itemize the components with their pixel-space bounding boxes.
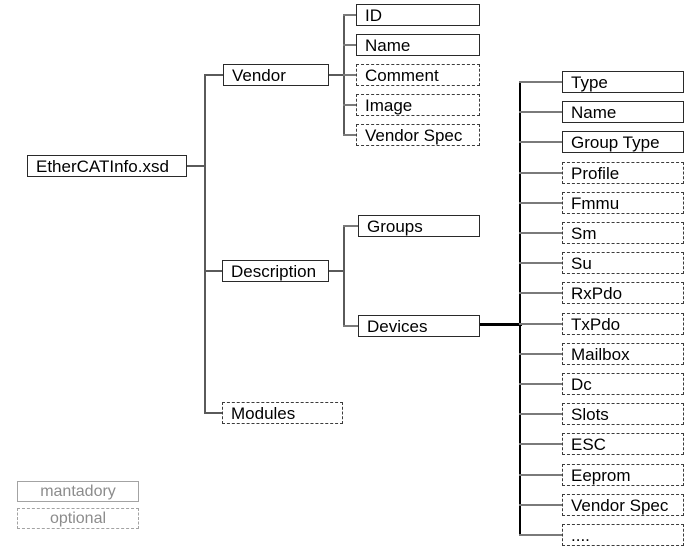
connector-branch-su (519, 262, 562, 264)
connector-branch-txpdo (519, 323, 562, 325)
node-description: Description (222, 260, 329, 282)
connector-branch-eeprom (519, 474, 562, 476)
connector-devices-out-thick (480, 323, 522, 326)
connector-branch-comment (343, 74, 356, 76)
node-image: Image (356, 94, 480, 116)
connector-branch-type (519, 81, 562, 83)
node-ellipsis: .... (562, 524, 684, 546)
connector-trunk-devices (519, 81, 521, 536)
node-esc: ESC (562, 433, 684, 455)
node-fmmu: Fmmu (562, 192, 684, 214)
connector-branch-dc (519, 383, 562, 385)
connector-branch-vendor-spec2 (519, 504, 562, 506)
node-device-vendor-spec: Vendor Spec (562, 494, 684, 516)
node-ethercatinfo-xsd: EtherCATInfo.xsd (27, 155, 187, 177)
connector-branch-group-type (519, 141, 562, 143)
legend-mandatory: mantadory (17, 481, 139, 502)
node-profile: Profile (562, 162, 684, 184)
connector-branch-fmmu (519, 202, 562, 204)
node-id: ID (356, 4, 480, 26)
legend-optional: optional (17, 508, 139, 529)
node-su: Su (562, 252, 684, 274)
node-rxpdo: RxPdo (562, 282, 684, 304)
node-sm: Sm (562, 222, 684, 244)
connector-branch-esc (519, 443, 562, 445)
connector-branch-vendor-spec (343, 134, 356, 136)
node-txpdo: TxPdo (562, 313, 684, 335)
connector-branch-sm (519, 232, 562, 234)
node-type: Type (562, 71, 684, 93)
node-slots: Slots (562, 403, 684, 425)
connector-branch-description (204, 270, 222, 272)
connector-branch-modules (204, 412, 222, 414)
connector-branch-image (343, 104, 356, 106)
node-eeprom: Eeprom (562, 464, 684, 486)
node-comment: Comment (356, 64, 480, 86)
connector-branch-name2 (519, 111, 562, 113)
connector-vendor-out (329, 74, 345, 76)
connector-branch-groups (343, 225, 358, 227)
connector-trunk-description (343, 225, 345, 327)
node-group-type: Group Type (562, 131, 684, 153)
connector-branch-profile (519, 172, 562, 174)
node-mailbox: Mailbox (562, 343, 684, 365)
connector-branch-slots (519, 413, 562, 415)
node-vendor-spec: Vendor Spec (356, 124, 480, 146)
node-vendor: Vendor (223, 64, 329, 86)
connector-branch-mailbox (519, 353, 562, 355)
connector-branch-id (343, 14, 356, 16)
connector-branch-devices (343, 325, 358, 327)
node-device-name: Name (562, 101, 684, 123)
connector-branch-vendor (204, 74, 223, 76)
connector-branch-ellipsis (519, 534, 562, 536)
connector-branch-rxpdo (519, 292, 562, 294)
node-groups: Groups (358, 215, 480, 237)
connector-trunk-root (204, 74, 206, 414)
connector-description-out (329, 270, 345, 272)
connector-branch-name (343, 44, 356, 46)
node-modules: Modules (222, 402, 343, 424)
connector-root (187, 165, 205, 167)
node-dc: Dc (562, 373, 684, 395)
node-devices: Devices (358, 315, 480, 337)
node-name: Name (356, 34, 480, 56)
